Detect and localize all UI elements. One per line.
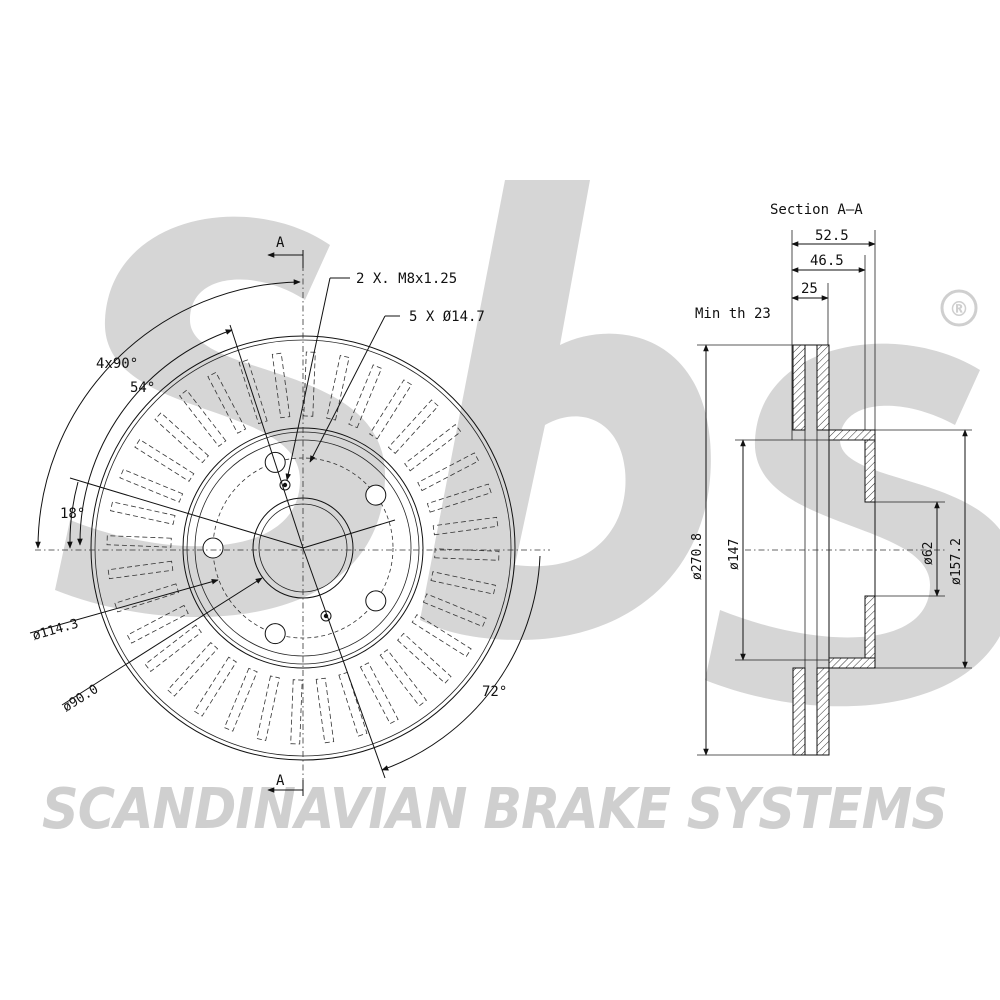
vent-slot — [303, 351, 316, 417]
vent-slot — [348, 364, 383, 429]
hole-callout: 5 X Ø14.7 — [309, 309, 485, 463]
angle-label-72: 72° — [482, 684, 507, 700]
angle-arc-54 — [77, 329, 233, 546]
vent-slot — [417, 452, 480, 492]
hat-bottom-flange — [828, 657, 876, 669]
vent-slot — [338, 671, 368, 737]
ref-line-hole — [302, 519, 396, 549]
watermark-tagline: SCANDINAVIAN BRAKE SYSTEMS — [42, 777, 947, 842]
bolt-hole — [202, 537, 224, 559]
vent-slot — [387, 399, 439, 454]
lower-outer-plate — [792, 667, 806, 756]
bolt-hole — [365, 484, 387, 506]
threaded-hole-core — [282, 482, 288, 488]
section-title: Section A–A — [770, 202, 863, 218]
width-disc-text: 25 — [801, 281, 818, 297]
vent-slot — [110, 501, 176, 525]
angle-label-54: 54° — [130, 380, 155, 396]
registered-mark: ® — [940, 289, 978, 327]
vent-slot — [290, 679, 303, 745]
lower-inner-plate — [816, 667, 830, 756]
vent-slot — [223, 667, 258, 732]
threaded-hole — [320, 610, 332, 622]
outer-diameter-text: ø270.8 — [690, 533, 705, 580]
vent-slot — [404, 424, 462, 472]
vent-slot — [411, 614, 472, 658]
vent-slot — [154, 412, 209, 464]
hat-diameter-text: ø157.2 — [949, 538, 964, 585]
hat-top-flange — [828, 429, 876, 441]
sbs-watermark-logo — [55, 180, 1000, 707]
vent-slot — [426, 483, 492, 513]
vent-slot — [107, 560, 174, 580]
section-marker-bottom-label: A — [276, 773, 285, 789]
section-marker-top: A — [267, 235, 304, 268]
vent-slot — [315, 677, 335, 744]
inner-diameter-text: ø147 — [727, 539, 742, 570]
vent-slot — [369, 379, 413, 440]
vent-slot — [359, 662, 399, 725]
center-bore-text: ø62 — [921, 542, 936, 565]
hub-dimension-text: ø90.0 — [60, 682, 101, 715]
vent-slot — [434, 548, 500, 561]
vent-slot — [397, 632, 452, 684]
hole-callout-text: 5 X Ø14.7 — [409, 309, 485, 325]
vent-slot — [144, 624, 202, 672]
thread-callout-text: 2 X. M8x1.25 — [356, 271, 457, 287]
angle-arc-18 — [67, 481, 79, 549]
bolt-hole — [264, 623, 286, 645]
vent-slot — [256, 675, 280, 741]
ref-line-72 — [302, 547, 386, 779]
angle-label-4x90: 4x90° — [96, 356, 138, 372]
vent-slot — [326, 355, 350, 421]
width-total-text: 52.5 — [815, 228, 849, 244]
vent-slot — [114, 583, 180, 613]
vent-slot — [379, 649, 427, 707]
section-marker-top-label: A — [276, 235, 285, 251]
angle-arc-72 — [381, 555, 541, 771]
vent-slot — [432, 516, 499, 536]
vent-slot — [167, 642, 219, 697]
hat-face-lower — [864, 595, 876, 659]
hat-face-upper — [864, 439, 876, 503]
upper-outer-plate — [792, 344, 806, 431]
vent-slot — [119, 468, 184, 503]
width-hat-text: 46.5 — [810, 253, 844, 269]
vent-slot — [193, 656, 237, 717]
angle-label-18: 18° — [60, 506, 85, 522]
section-marker-bottom: A — [267, 773, 304, 796]
section-view: Section A–A 52.5 46.5 25 Min th 23 — [690, 202, 972, 756]
vent-slot — [430, 571, 496, 595]
vent-slot — [126, 604, 189, 644]
vent-slot — [134, 438, 195, 482]
min-thickness-text: Min th 23 — [695, 306, 771, 322]
vent-slot — [422, 593, 487, 628]
bolt-hole — [365, 590, 387, 612]
pcd-dimension-text: ø114.3 — [31, 616, 80, 643]
registered-mark-text: ® — [949, 297, 969, 321]
upper-inner-plate — [816, 344, 830, 431]
